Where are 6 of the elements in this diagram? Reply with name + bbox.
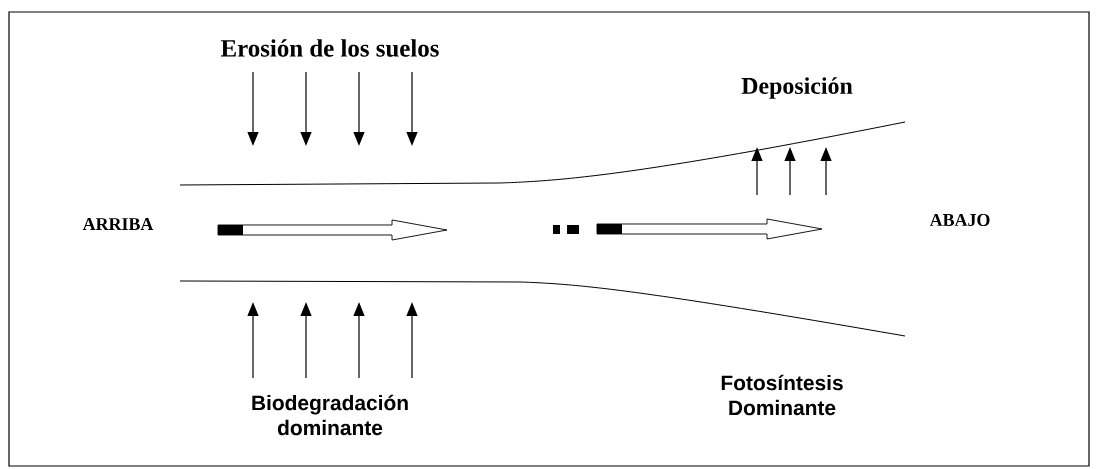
label: Biodegradación dominante: [252, 394, 408, 436]
label: ABAJO: [929, 213, 990, 226]
label: ARRIBA: [82, 218, 154, 230]
label: Erosión de los suelos: [220, 39, 439, 57]
label: Deposición: [741, 77, 853, 99]
label: Fotosíntesis Dominante: [721, 374, 843, 416]
